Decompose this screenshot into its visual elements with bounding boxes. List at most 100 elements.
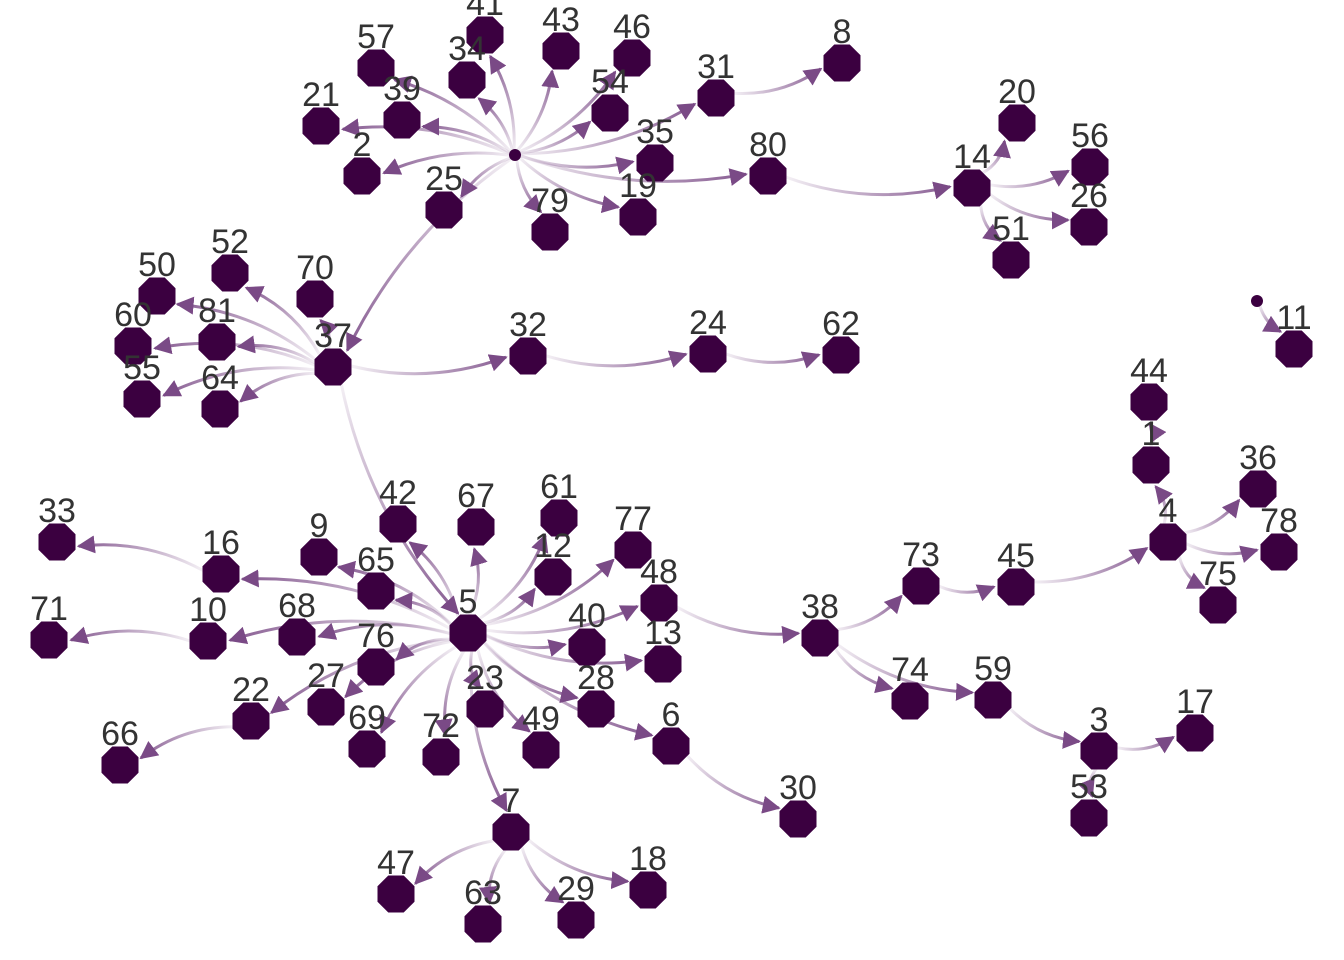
edge-4-1 [1154,485,1173,525]
node-marker [38,523,76,561]
edge-small-11 [1257,303,1283,333]
edge-37-55 [162,366,316,397]
node-label: 52 [211,223,249,261]
node-label: 78 [1260,502,1298,540]
node-60: 60 [114,296,152,365]
edge-4-78 [1185,542,1259,563]
edge-7-47 [414,839,496,885]
node-66: 66 [101,715,139,784]
node-38: 38 [801,588,839,657]
edge-5-67 [468,547,488,616]
node-marker [891,682,929,720]
edge-5-22 [269,638,452,714]
node-label: 37 [314,317,352,355]
node-label: 65 [357,541,395,579]
edge-root-41 [489,54,516,152]
node-marker [448,61,486,99]
edge-root-80 [518,153,748,186]
node-label: 81 [198,292,236,330]
node-marker [1199,586,1237,624]
edge-1-44 [1148,422,1167,448]
node-6: 6 [652,696,690,765]
node-label: 8 [833,13,852,51]
node-marker [640,584,678,622]
node-35: 35 [636,113,674,182]
node-marker [974,681,1012,719]
node-20: 20 [998,73,1036,142]
edge-38-73 [835,594,903,632]
node-28: 28 [577,659,615,728]
node-marker [614,531,652,569]
node-54: 54 [591,63,629,132]
node-label: 55 [123,349,161,387]
node-label: 53 [1070,768,1108,806]
edge-root-79 [515,158,543,214]
node-marker [202,555,240,593]
node-label: 66 [101,715,139,753]
node-marker [296,280,334,318]
node-63: 63 [464,874,502,943]
edge-5-10 [228,619,451,644]
node-marker [302,107,340,145]
node-36: 36 [1239,439,1277,508]
node-marker [998,104,1036,142]
node-marker [1260,533,1298,571]
edge-5-77 [483,558,615,627]
node-label: 2 [353,126,372,164]
edge-root-2 [382,151,512,175]
node-marker [801,619,839,657]
edge-32-24 [545,350,688,368]
node-marker [357,49,395,87]
edge-38-74 [833,647,894,694]
node-marker [522,731,560,769]
node-label: 25 [425,160,463,198]
node-marker [466,16,504,54]
node-32: 32 [509,306,547,375]
node-52: 52 [211,223,249,292]
node-30: 30 [779,769,817,838]
node-label: 3 [1090,701,1109,739]
node-label: 26 [1070,177,1108,215]
node-label: 21 [302,76,340,114]
node-marker [198,323,236,361]
node-marker [1070,208,1108,246]
node-77: 77 [614,500,652,569]
node-2: 2 [343,126,381,195]
node-label: 59 [974,650,1012,688]
node-17: 17 [1176,683,1214,752]
node-34: 34 [448,30,486,99]
node-marker [1149,523,1187,561]
edge-root-43 [515,69,560,153]
node-marker [211,254,249,292]
node-marker [138,277,176,315]
node-label: 7 [502,782,521,820]
node-61: 61 [540,468,578,537]
node-48: 48 [640,553,678,622]
node-70: 70 [296,249,334,318]
edge-16-33 [76,535,205,572]
node-small [1251,295,1263,307]
node-label: 1 [1142,415,1161,453]
edge-10-71 [69,626,191,644]
node-21: 21 [302,76,340,145]
node-75: 75 [1199,555,1237,624]
edge-5-6 [482,640,654,741]
node-label: 71 [30,590,68,628]
node-49: 49 [522,700,560,769]
node-74: 74 [891,651,929,720]
node-marker [992,241,1030,279]
node-label: 47 [377,844,415,882]
node-label: 23 [466,659,504,697]
node-1: 1 [1132,415,1170,484]
node-label: 33 [38,492,76,530]
node-marker [314,348,352,386]
node-label: 75 [1199,555,1237,593]
node-marker [348,730,386,768]
node-45: 45 [997,537,1035,606]
edge-48-38 [675,605,801,644]
edge-5-61 [478,533,549,621]
node-marker [114,327,152,365]
edge-31-8 [733,67,823,95]
node-14: 14 [953,138,991,207]
